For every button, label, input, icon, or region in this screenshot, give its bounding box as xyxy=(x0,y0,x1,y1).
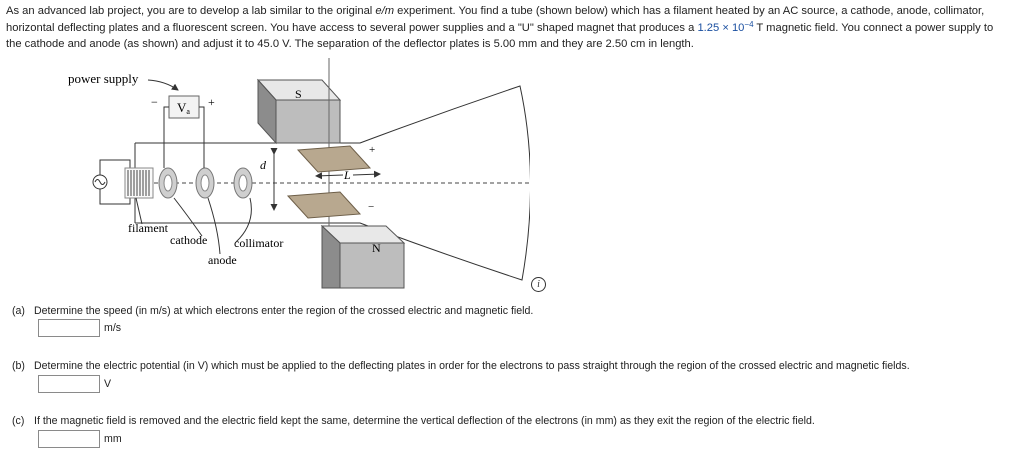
answer-a-input[interactable] xyxy=(38,319,100,337)
supply-wire-anode xyxy=(199,106,205,168)
plus-sign: + xyxy=(208,95,215,109)
top-deflector-plate xyxy=(296,145,372,173)
em-term: e/m xyxy=(375,5,395,17)
power-supply-label: power supply xyxy=(68,71,139,86)
intro-text: experiment. You find a tube (shown below… xyxy=(394,5,985,17)
intro-text: As an advanced lab project, you are to d… xyxy=(6,5,376,17)
collimator-leader xyxy=(235,197,252,243)
question-c: (c) If the magnetic field is removed and … xyxy=(12,415,815,427)
voltage-symbol: Va xyxy=(177,100,190,116)
n-pole-label: N xyxy=(372,241,381,255)
l-dimension-arrow-left xyxy=(315,172,344,180)
answer-b-unit: V xyxy=(104,378,112,390)
minus-sign: − xyxy=(151,95,158,109)
question-label: (a) xyxy=(12,305,25,317)
intro-line-1: As an advanced lab project, you are to d… xyxy=(6,3,1024,20)
l-dimension-arrow-right xyxy=(352,170,381,178)
bottom-deflector-plate xyxy=(286,191,362,219)
plate-separation-label: d xyxy=(260,158,267,172)
magnet-south-pole: S xyxy=(256,78,342,145)
plate-length-label: L xyxy=(343,168,351,182)
anode-ring xyxy=(195,167,215,199)
question-a: (a) Determine the speed (in m/s) at which… xyxy=(12,305,533,317)
intro-text: T magnetic field. You connect a power su… xyxy=(753,21,994,34)
plate-plus: + xyxy=(369,144,375,156)
cathode-ring xyxy=(158,167,178,199)
collimator-ring xyxy=(233,167,253,199)
ac-wire xyxy=(99,159,131,175)
answer-c: mm xyxy=(38,430,122,448)
info-icon[interactable]: i xyxy=(531,277,546,292)
sine-wave-icon xyxy=(94,179,106,185)
cathode-leader xyxy=(173,197,203,237)
filament-label: filament xyxy=(128,221,169,235)
question-text: Determine the electric potential (in V) … xyxy=(34,360,910,372)
s-pole-label: S xyxy=(295,87,302,101)
intro-line-3: the cathode and anode (as shown) and adj… xyxy=(6,38,694,50)
tube-outline xyxy=(135,85,530,281)
anode-leader xyxy=(207,197,221,255)
anode-label: anode xyxy=(208,253,237,267)
question-text: Determine the speed (in m/s) at which el… xyxy=(34,305,534,317)
answer-a: m/s xyxy=(38,319,121,337)
question-text: If the magnetic field is removed and the… xyxy=(34,415,815,427)
answer-a-unit: m/s xyxy=(104,322,122,334)
em-tube-diagram: Va − + power supply S + − d L N filament… xyxy=(68,58,530,289)
power-supply-arrow xyxy=(147,79,179,91)
answer-c-input[interactable] xyxy=(38,430,100,448)
problem-statement: As an advanced lab project, you are to d… xyxy=(6,3,1024,53)
intro-line-2: horizontal deflecting plates and a fluor… xyxy=(6,20,1024,37)
field-exponent: −4 xyxy=(744,19,754,29)
magnet-north-pole: N xyxy=(320,224,406,289)
answer-b-input[interactable] xyxy=(38,375,100,393)
filament-leader xyxy=(135,197,143,225)
question-b: (b) Determine the electric potential (in … xyxy=(12,360,910,372)
field-mantissa: 1.25 × 10 xyxy=(697,21,745,34)
question-label: (c) xyxy=(12,415,25,427)
plate-minus: − xyxy=(368,201,374,213)
cathode-label: cathode xyxy=(170,233,207,247)
answer-c-unit: mm xyxy=(104,433,122,445)
filament-coil-icon xyxy=(124,167,154,199)
collimator-label: collimator xyxy=(234,236,283,250)
question-label: (b) xyxy=(12,360,25,372)
answer-b: V xyxy=(38,375,111,393)
intro-text: horizontal deflecting plates and a fluor… xyxy=(6,21,698,34)
supply-wire-cathode xyxy=(163,106,169,168)
magnetic-field-value: 1.25 × 10−4 xyxy=(697,19,754,34)
ac-wire xyxy=(99,189,131,205)
